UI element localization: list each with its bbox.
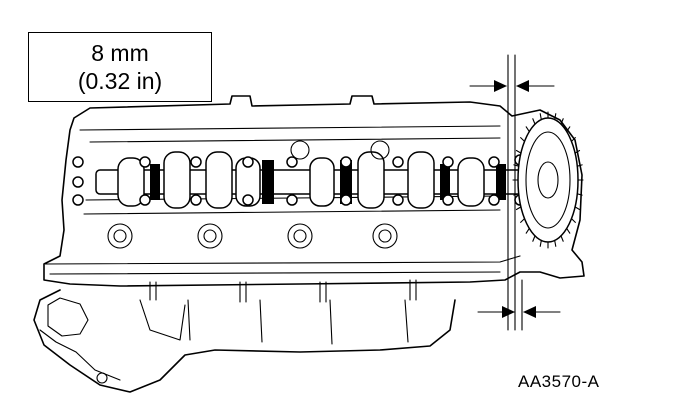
measurement-reference — [469, 54, 561, 331]
sprocket-tooth — [532, 118, 536, 125]
sprocket-tooth — [515, 206, 522, 211]
sprocket-tooth — [570, 218, 576, 223]
sprocket-tooth — [566, 126, 571, 133]
cap-bolt — [340, 156, 352, 168]
sprocket-tooth — [560, 235, 564, 242]
sprocket-tooth — [576, 164, 583, 167]
sprocket-tooth — [554, 113, 557, 121]
sprocket-tooth — [520, 137, 526, 142]
cap-bolt — [488, 194, 500, 206]
cap-bolt — [190, 194, 202, 206]
sprocket-tooth — [560, 118, 564, 125]
cap-bolt — [286, 156, 298, 168]
sprocket-tooth — [525, 227, 530, 234]
sprocket-tooth — [520, 218, 526, 223]
sprocket-tooth — [576, 193, 583, 196]
cap-bolt — [340, 194, 352, 206]
cap-bolt — [442, 194, 454, 206]
cap-bolt — [242, 156, 254, 168]
sprocket-tooth — [554, 239, 557, 247]
cap-bolt — [190, 156, 202, 168]
clearance-callout: 8 mm (0.32 in) — [28, 32, 212, 102]
cap-bolt — [72, 194, 84, 206]
cap-bolt — [392, 194, 404, 206]
sprocket-tooth — [515, 149, 522, 154]
sprocket-tooth — [570, 137, 576, 142]
cap-bolt — [392, 156, 404, 168]
manifold-studs — [149, 279, 417, 303]
sprocket-tooth — [566, 227, 571, 234]
cap-bolt — [286, 194, 298, 206]
cap-bolt — [139, 194, 151, 206]
cap-bolt — [72, 176, 84, 188]
sprocket-tooth — [574, 206, 581, 211]
cap-bolt — [442, 156, 454, 168]
spark-plug-bosses — [107, 140, 398, 249]
callout-imperial-value: (0.32 in) — [77, 68, 163, 94]
sprocket-tooth — [539, 239, 542, 247]
sprocket-tooth — [532, 235, 536, 242]
cap-bolt — [488, 156, 500, 168]
callout-metric-value: 8 mm — [91, 40, 149, 66]
sprocket-tooth — [525, 126, 530, 133]
cap-bolt — [139, 156, 151, 168]
cap-bolt — [242, 194, 254, 206]
sprocket-tooth — [574, 149, 581, 154]
cam-sprocket — [512, 111, 584, 249]
camshaft — [95, 151, 527, 209]
cap-bolt — [72, 156, 84, 168]
cap-bolts — [72, 154, 526, 206]
figure-id: AA3570-A — [518, 372, 600, 391]
exhaust-manifold — [33, 289, 456, 393]
sprocket-tooth — [539, 113, 542, 121]
